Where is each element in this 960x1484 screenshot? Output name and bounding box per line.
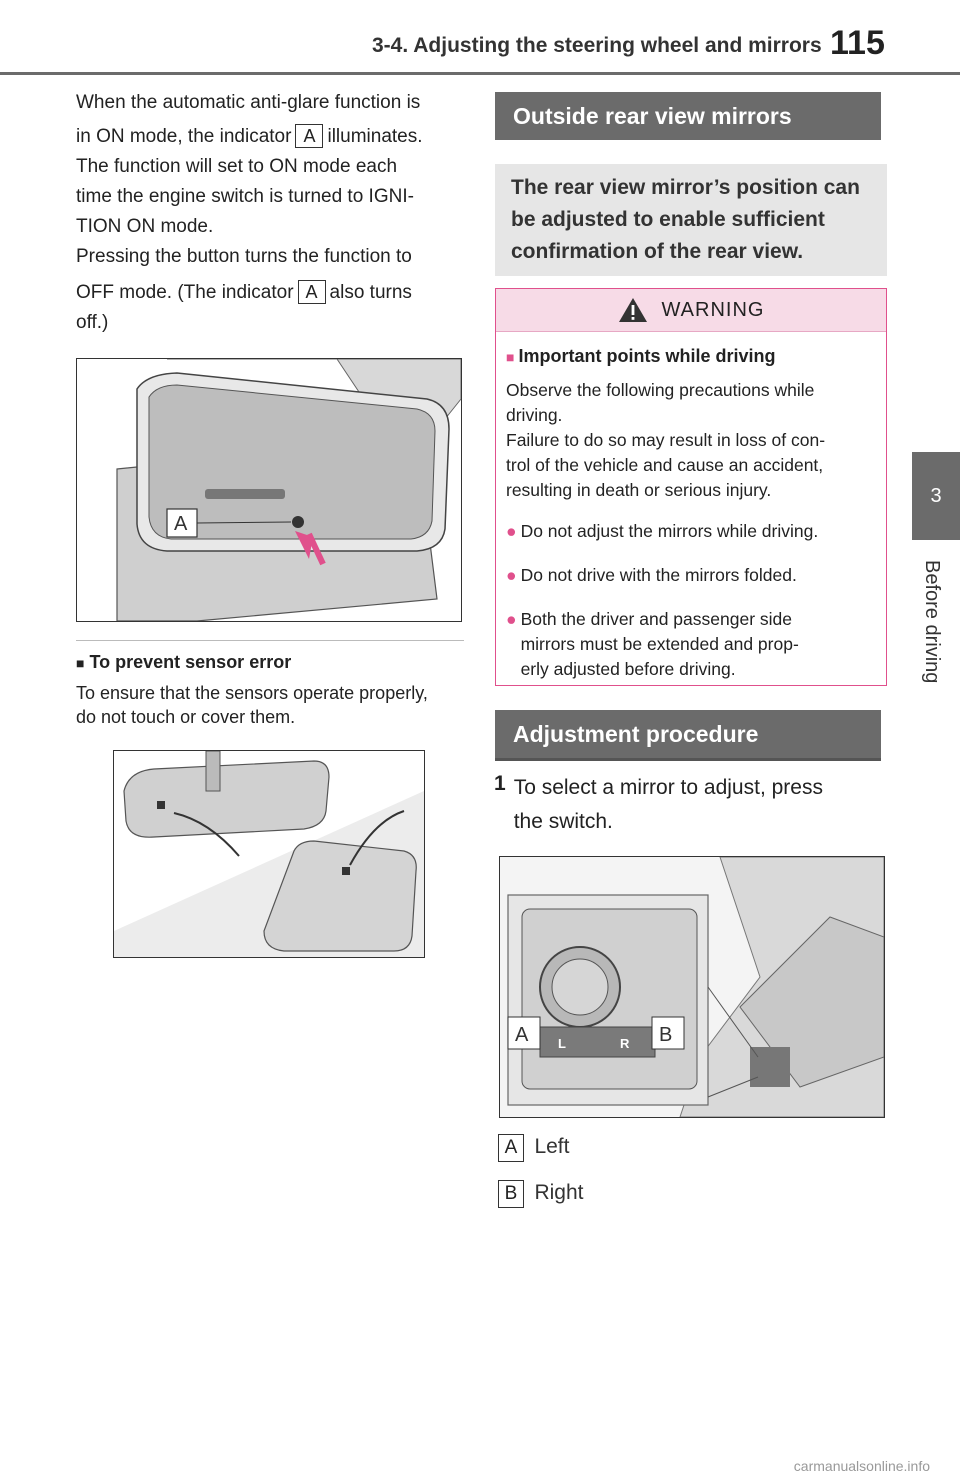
warning-subheading: ■Important points while driving bbox=[506, 346, 776, 366]
note-text: To ensure that the sensors operate prope… bbox=[76, 681, 466, 729]
section-heading-adjustment: Adjustment procedure bbox=[495, 710, 881, 761]
text-line: off.) bbox=[76, 312, 109, 333]
chapter-label: Before driving bbox=[921, 560, 943, 684]
warning-subheading-text: Important points while driving bbox=[518, 346, 776, 366]
warning-triangle-icon bbox=[618, 298, 647, 322]
text-line: Pressing the button turns the function t… bbox=[76, 246, 412, 267]
legend-label-right: Right bbox=[534, 1181, 584, 1204]
sensor-figure bbox=[113, 750, 425, 958]
text-line: The function will set to ON mode each bbox=[76, 156, 398, 177]
warning-title: WARNING bbox=[661, 298, 765, 321]
text-line: be adjusted to enable sufficient bbox=[511, 208, 825, 231]
figure-callout-b: B bbox=[659, 1024, 672, 1046]
indicator-key: A bbox=[295, 124, 324, 148]
text-line: time the engine switch is turned to IGNI… bbox=[76, 186, 414, 207]
text-line: mirrors must be extended and prop- bbox=[520, 634, 799, 654]
text-line: Both the driver and passenger side bbox=[520, 609, 792, 629]
bullet-text: Do not adjust the mirrors while driving. bbox=[520, 521, 819, 541]
legend-right: B Right bbox=[498, 1180, 583, 1208]
indicator-key: A bbox=[297, 280, 326, 304]
warning-bullet: ●Do not drive with the mirrors folded. bbox=[506, 565, 797, 585]
warning-body: ■Important points while driving Observe … bbox=[496, 332, 886, 690]
step-number: 1 bbox=[494, 772, 506, 795]
text-line: The rear view mirror’s position can bbox=[511, 176, 860, 199]
bullet-text: Both the driver and passenger side mirro… bbox=[521, 607, 799, 682]
text-line: the switch. bbox=[513, 810, 613, 833]
text-line: OFF mode. (The indicator bbox=[76, 282, 294, 303]
text-line: confirmation of the rear view. bbox=[511, 240, 804, 263]
sensor-note: ■ To prevent sensor error To ensure that… bbox=[76, 652, 466, 729]
text-line: resulting in death or serious injury. bbox=[506, 480, 772, 500]
bullet-text: Do not drive with the mirrors folded. bbox=[520, 565, 797, 585]
text-line: illuminates. bbox=[327, 126, 423, 147]
page-number: 115 bbox=[830, 24, 885, 62]
legend-label-left: Left bbox=[534, 1135, 570, 1158]
legend-key-a: A bbox=[498, 1134, 524, 1162]
step-1: 1 To select a mirror to adjust, press th… bbox=[494, 772, 886, 838]
text-line: driving. bbox=[506, 405, 563, 425]
text-line: To select a mirror to adjust, press bbox=[513, 776, 823, 799]
mirror-switch-figure: L R A B bbox=[499, 856, 885, 1118]
warning-header: WARNING bbox=[496, 289, 886, 332]
text-line: TION ON mode. bbox=[76, 216, 214, 237]
text-line: do not touch or cover them. bbox=[76, 707, 296, 727]
section-title: 3-4. Adjusting the steering wheel and mi… bbox=[372, 34, 822, 57]
note-heading-text: To prevent sensor error bbox=[89, 652, 292, 672]
text-line: Failure to do so may result in loss of c… bbox=[506, 430, 826, 450]
mirror-button-figure: A bbox=[76, 358, 462, 622]
text-line: also turns bbox=[329, 282, 412, 303]
warning-box: WARNING ■Important points while driving … bbox=[495, 288, 887, 686]
section-heading-outside-mirrors: Outside rear view mirrors bbox=[495, 92, 881, 140]
text-line: When the automatic anti-glare function i… bbox=[76, 92, 421, 113]
text-line: To ensure that the sensors operate prope… bbox=[76, 683, 428, 703]
figure-callout-a: A bbox=[174, 513, 188, 535]
text-line: in ON mode, the indicator bbox=[76, 126, 292, 147]
text-line: trol of the vehicle and cause an acciden… bbox=[506, 455, 824, 475]
step-text: To select a mirror to adjust, press the … bbox=[514, 772, 823, 838]
legend-left: A Left bbox=[498, 1134, 569, 1162]
chapter-number: 3 bbox=[930, 484, 942, 507]
header-rule bbox=[0, 72, 960, 75]
section-intro: The rear view mirror’s position can be a… bbox=[495, 164, 887, 276]
intro-paragraph: When the automatic anti-glare function i… bbox=[76, 88, 466, 338]
text-line: Observe the following precautions while bbox=[506, 380, 815, 400]
legend-key-b: B bbox=[498, 1180, 524, 1208]
divider bbox=[76, 640, 464, 641]
switch-label-l: L bbox=[558, 1036, 566, 1051]
warning-bullet: ● Both the driver and passenger side mir… bbox=[506, 607, 876, 682]
note-heading: ■ To prevent sensor error bbox=[76, 652, 292, 672]
text-line: erly adjusted before driving. bbox=[520, 659, 736, 679]
switch-label-r: R bbox=[620, 1036, 630, 1051]
warning-bullet: ●Do not adjust the mirrors while driving… bbox=[506, 521, 819, 541]
footer-watermark[interactable]: carmanualsonline.info bbox=[793, 1458, 930, 1474]
warning-paragraph: Observe the following precautions while … bbox=[506, 378, 876, 503]
figure-callout-a: A bbox=[515, 1024, 529, 1046]
chapter-tab: 3 bbox=[912, 452, 960, 540]
